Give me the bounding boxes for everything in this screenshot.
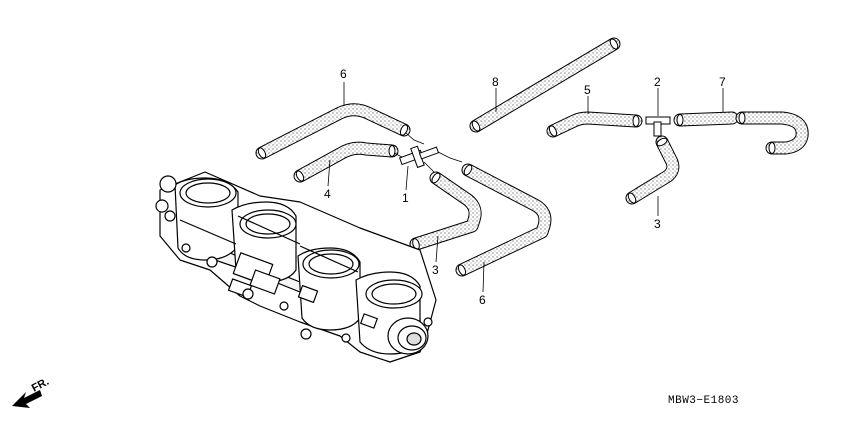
callout-6-upper: 6	[340, 67, 347, 81]
callout-7: 7	[719, 75, 726, 89]
hose-6-upper	[255, 103, 411, 160]
callout-2: 2	[654, 75, 661, 89]
hose-3-center	[409, 171, 482, 251]
callout-8: 8	[492, 75, 499, 89]
callout-1: 1	[402, 191, 409, 205]
throttle-body-assembly	[155, 171, 437, 363]
front-direction-label: FR.	[30, 376, 51, 395]
callout-4: 4	[324, 187, 331, 201]
callout-5: 5	[584, 83, 591, 97]
front-direction-arrow: FR.	[12, 376, 51, 408]
callout-3-center: 3	[432, 263, 439, 277]
hose-7	[673, 111, 809, 155]
hose-3-right	[625, 135, 680, 205]
callout-6-lower: 6	[479, 293, 486, 307]
hose-4	[293, 141, 399, 183]
hose-5	[546, 111, 643, 138]
drawing-code: MBW3−E1803	[668, 395, 740, 407]
joint-2	[645, 116, 671, 137]
joint-1	[398, 145, 440, 169]
leader-lines	[327, 82, 724, 293]
hose-8	[469, 37, 621, 133]
callout-3-right: 3	[654, 217, 661, 231]
hose-6-lower	[455, 163, 552, 277]
